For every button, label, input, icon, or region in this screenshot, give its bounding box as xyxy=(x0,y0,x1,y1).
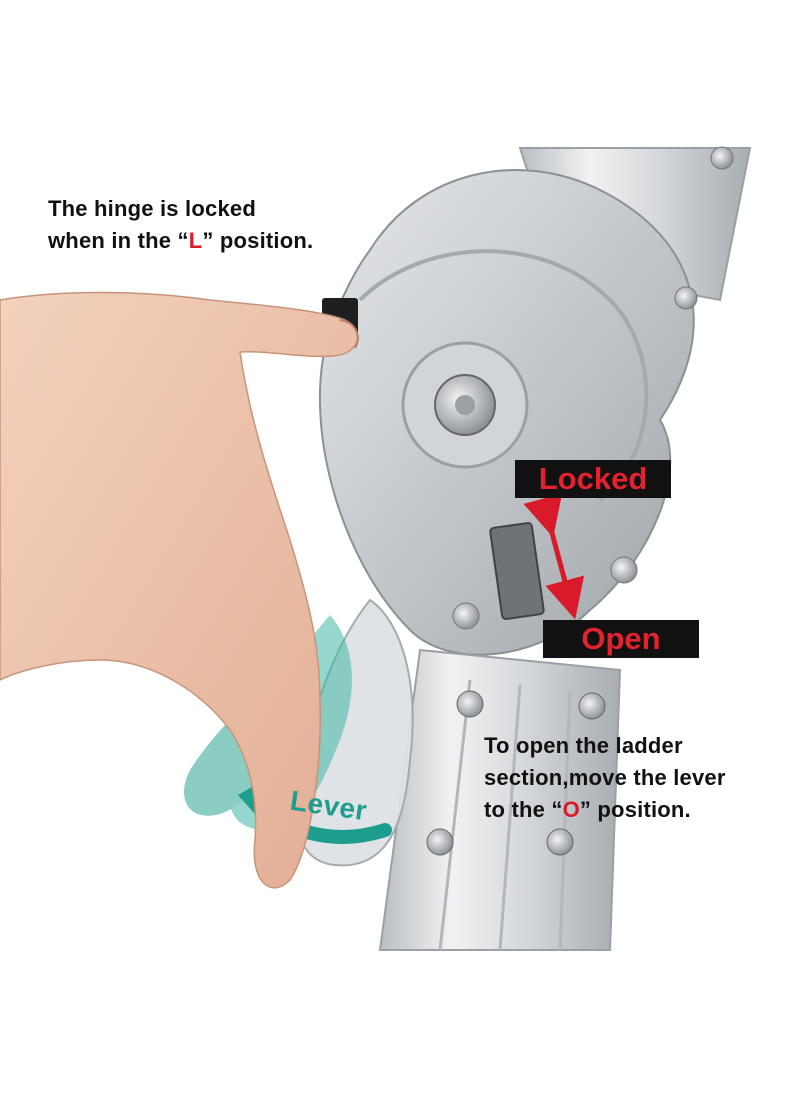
red-double-arrow-icon xyxy=(523,493,585,620)
locked-caption-line2: when in the “L” position. xyxy=(48,225,388,257)
lower-rail xyxy=(378,648,622,951)
open-caption-line3: to the “O” position. xyxy=(484,794,784,826)
locked-caption-prefix: when in the “ xyxy=(48,228,189,253)
hand xyxy=(0,291,359,889)
locked-caption: The hinge is locked when in the “L” posi… xyxy=(48,193,388,257)
locked-letter: L xyxy=(188,228,203,253)
open-caption: To open the ladder section,move the leve… xyxy=(484,730,784,826)
open-letter: O xyxy=(562,797,580,822)
open-caption-suffix: ” position. xyxy=(579,797,691,822)
open-caption-line2: section,move the lever xyxy=(484,765,726,790)
open-caption-prefix: to the “ xyxy=(484,797,563,822)
open-caption-line1: To open the ladder xyxy=(484,733,683,758)
open-tag: Open xyxy=(543,620,699,658)
locked-caption-suffix: ” position. xyxy=(202,228,314,253)
locked-tag: Locked xyxy=(515,460,671,498)
hinge-body xyxy=(318,169,698,656)
locked-caption-line1: The hinge is locked xyxy=(48,196,256,221)
